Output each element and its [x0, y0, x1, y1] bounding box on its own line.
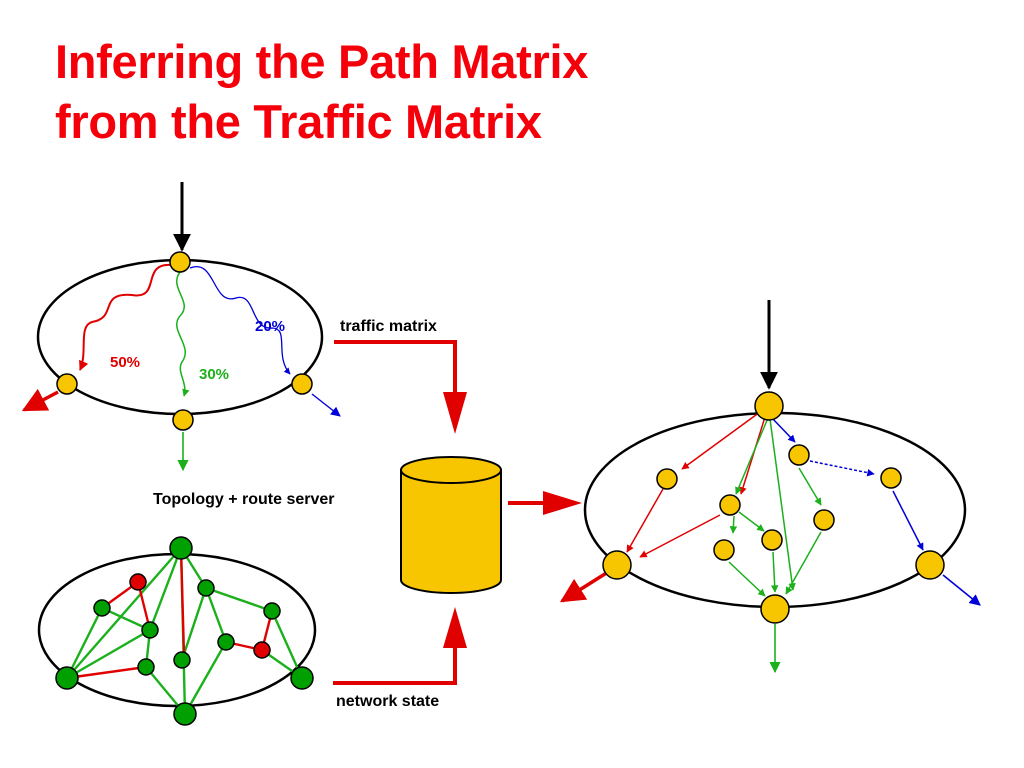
red-traffic-path	[79, 263, 173, 371]
failed-node	[253, 641, 271, 659]
red-egress-arrow	[21, 388, 59, 412]
router-node	[813, 509, 835, 531]
router-node	[719, 494, 741, 516]
title-line-1: Inferring the Path Matrix	[55, 35, 589, 88]
split-label-blue: 20%	[255, 318, 285, 335]
egress-node-left	[56, 373, 78, 395]
traffic-matrix-label: traffic matrix	[340, 318, 437, 335]
blue-egress-arrow-right	[942, 574, 981, 606]
topology-node	[290, 666, 314, 690]
topology-node	[197, 579, 215, 597]
router-node	[788, 444, 810, 466]
topology-node	[173, 702, 197, 726]
topology-node	[141, 621, 159, 639]
topology-node	[55, 666, 79, 690]
topology-boundary	[37, 552, 317, 708]
router-node	[880, 467, 902, 489]
red-egress-arrow-right	[559, 570, 609, 603]
ingress-node-right	[754, 391, 784, 421]
egress-node-right	[291, 373, 313, 395]
blue-egress-arrow	[311, 393, 341, 417]
egress-node-bottom	[172, 409, 194, 431]
traffic-matrix-network: 50% 30% 20%	[21, 182, 341, 472]
network-state-connector-arrow	[333, 607, 467, 685]
topology-node	[93, 599, 111, 617]
topology-node	[217, 633, 235, 651]
path-matrix-network	[559, 300, 981, 674]
ingress-node	[169, 251, 191, 273]
topology-node	[169, 536, 193, 560]
topology-node	[173, 651, 191, 669]
egress-node-left-right	[602, 550, 632, 580]
output-arrow	[508, 491, 582, 515]
egress-node-right-right	[915, 550, 945, 580]
topology-node	[263, 602, 281, 620]
green-traffic-path	[176, 271, 190, 397]
egress-node-bottom-right	[760, 594, 790, 624]
failed-node	[129, 573, 147, 591]
topology-node	[137, 658, 155, 676]
traffic-matrix-connector-arrow	[334, 340, 467, 434]
topology-route-server-label: Topology + route server	[153, 491, 335, 508]
router-node	[761, 529, 783, 551]
blue-traffic-path	[189, 265, 291, 375]
router-node	[656, 468, 678, 490]
router-node	[713, 539, 735, 561]
route-server-database	[400, 456, 502, 594]
slide-title: Inferring the Path Matrix from the Traff…	[55, 32, 588, 152]
title-line-2: from the Traffic Matrix	[55, 95, 542, 148]
split-label-green: 30%	[199, 366, 229, 383]
split-label-red: 50%	[110, 354, 140, 371]
network-state-label: network state	[336, 693, 439, 710]
network-topology	[37, 536, 317, 726]
